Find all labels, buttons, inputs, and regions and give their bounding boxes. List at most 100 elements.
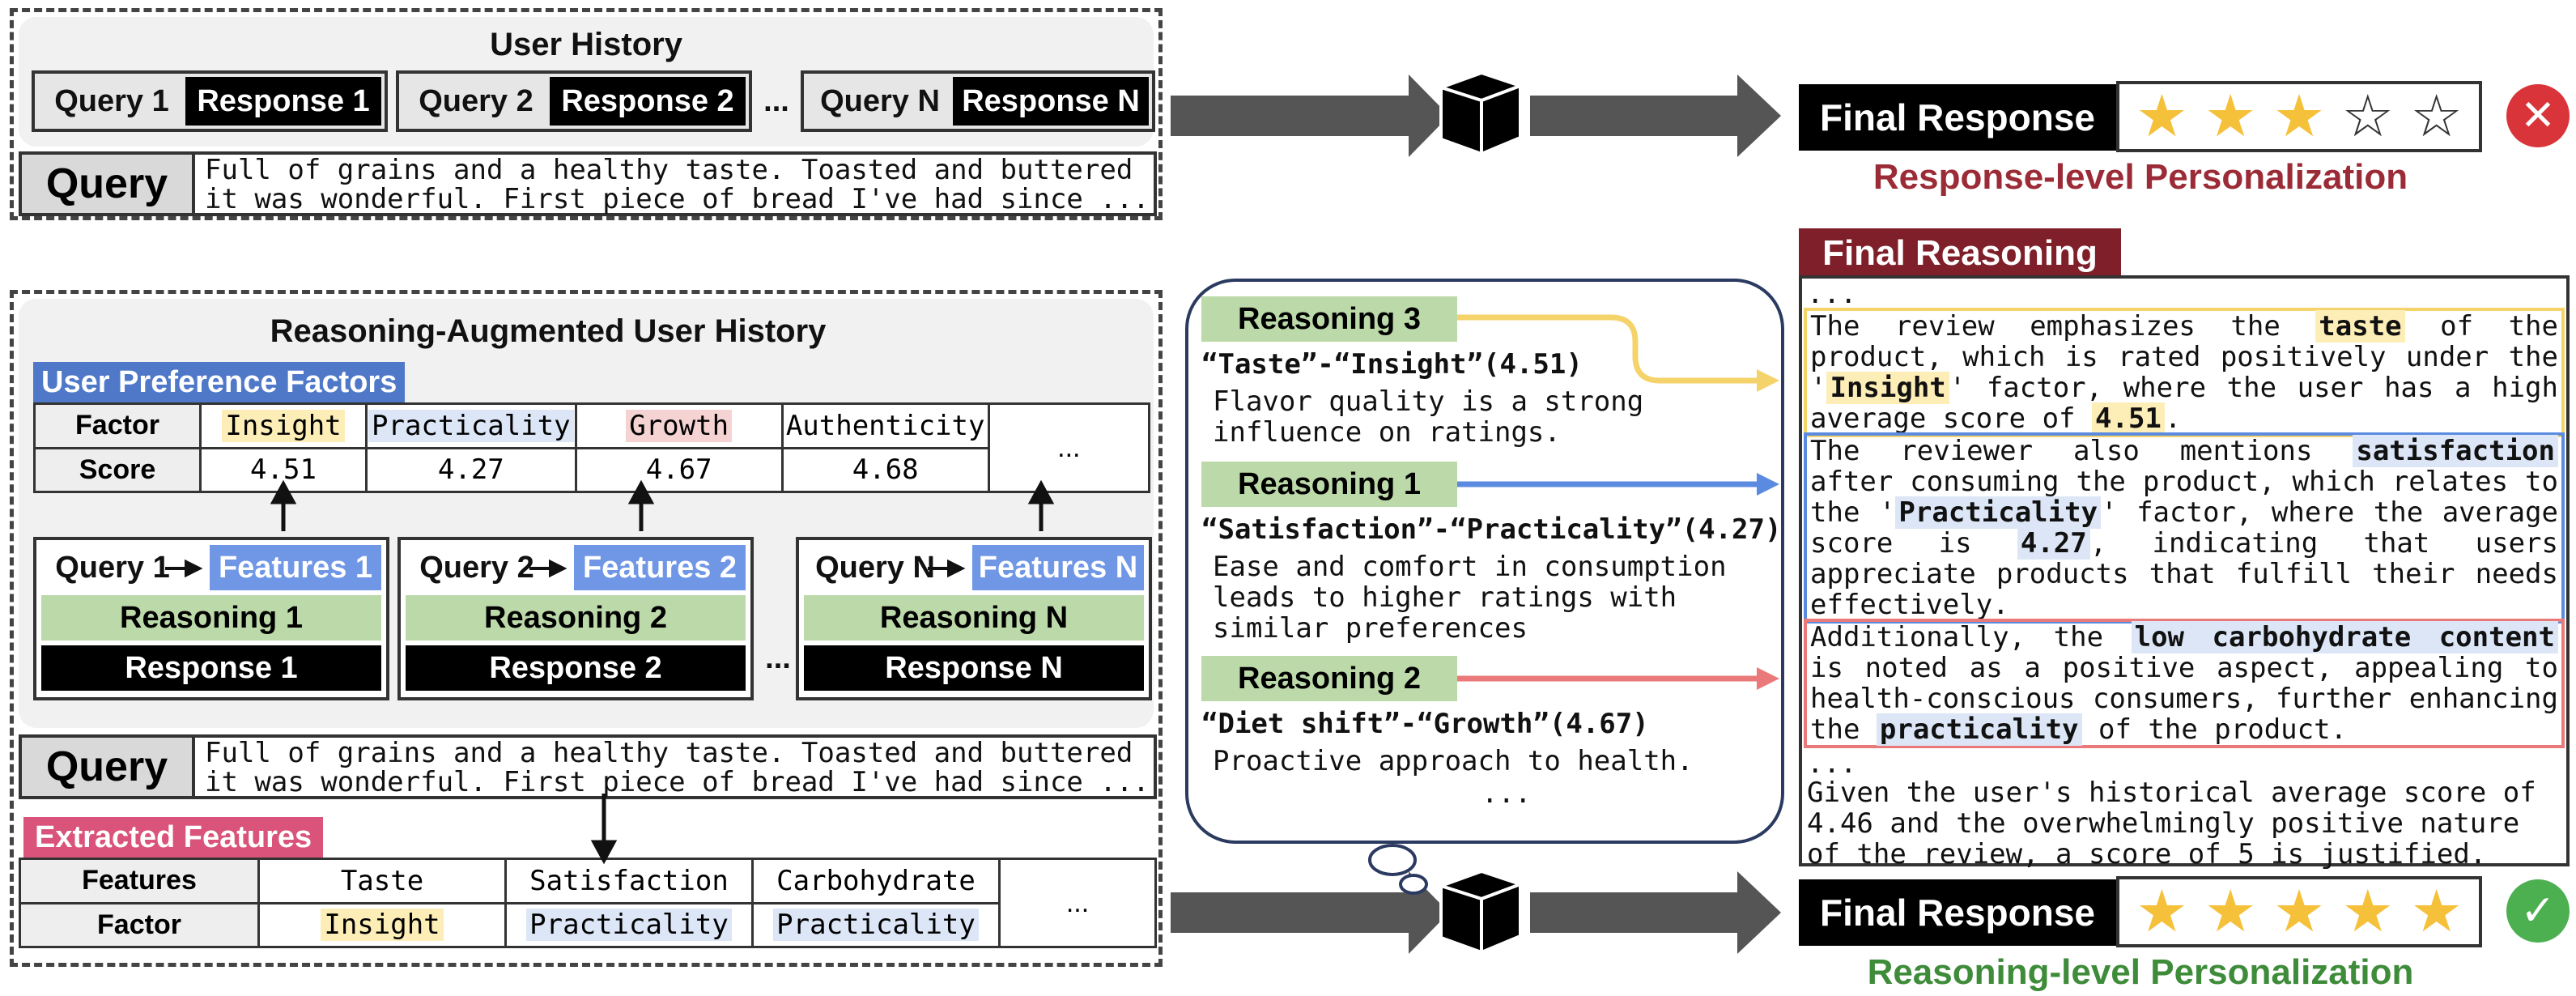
feature-factor-insight: Insight xyxy=(321,909,444,942)
card-1-query: Query 1 xyxy=(55,550,170,585)
bubble-reasoning-1-body-2: leads to higher ratings with xyxy=(1213,581,1677,614)
bubble-reasoning-3-label: Reasoning 3 xyxy=(1201,296,1457,342)
card-1-reasoning: Reasoning 1 xyxy=(41,595,381,641)
final-response-bottom-label: Final Response xyxy=(1799,879,2116,946)
card-1-features: Features 1 xyxy=(210,545,381,590)
bottom-query-box: Query Full of grains and a healthy taste… xyxy=(19,734,1157,799)
star-icon: ★ xyxy=(2136,879,2188,944)
bubble-reasoning-3-head: “Taste”-“Insight”(4.51) xyxy=(1201,348,1583,381)
top-flow-arrows xyxy=(1171,74,1781,954)
top-query-label: Query xyxy=(22,155,195,213)
features-row-label: Features xyxy=(19,858,260,904)
reasoning-conclusion-3: of the review, a score of 5 is justified… xyxy=(1807,838,2487,870)
card-n-query: Query N xyxy=(815,550,935,585)
user-preference-factors-label: User Preference Factors xyxy=(33,362,406,402)
star-icon: ★ xyxy=(2204,879,2257,944)
reasoning-conclusion-2: 4.46 and the overwhelmingly positive nat… xyxy=(1807,807,2520,840)
score-growth: 4.67 xyxy=(574,446,784,493)
response-2-label: Response 2 xyxy=(550,77,746,126)
reasoning-dots-top: ... xyxy=(1807,278,1857,310)
factor-row-label: Factor xyxy=(33,402,202,449)
bubble-reasoning-2-body-1: Proactive approach to health. xyxy=(1213,745,1694,777)
cross-icon: ✕ xyxy=(2506,84,2570,147)
reasoning-history-panel: Reasoning-Augmented User History User Pr… xyxy=(10,290,1163,967)
card-n-response: Response N xyxy=(804,645,1144,691)
bubble-reasoning-1-body-1: Ease and comfort in consumption xyxy=(1213,551,1727,583)
response-n-label: Response N xyxy=(953,77,1149,126)
feature-taste: Taste xyxy=(257,858,507,904)
bottom-query-label: Query xyxy=(22,738,195,796)
feature-factor-practicality-1: Practicality xyxy=(526,909,732,942)
bubble-reasoning-1-label: Reasoning 1 xyxy=(1201,462,1457,507)
reasoning-paragraph-3: Additionally, the low carbohydrate conte… xyxy=(1804,619,2565,748)
response-level-caption: Response-level Personalization xyxy=(1872,157,2408,197)
card-2-features: Features 2 xyxy=(574,545,746,590)
top-star-rating: ★ ★ ★ ☆ ☆ xyxy=(2116,81,2482,152)
factor-table-more: ... xyxy=(987,402,1151,493)
history-pair-2: Query 2 Response 2 xyxy=(396,70,752,132)
card-2-response: Response 2 xyxy=(406,645,746,691)
star-icon: ★ xyxy=(2272,879,2326,944)
feature-satisfaction: Satisfaction xyxy=(504,858,754,904)
star-icon: ★ xyxy=(2204,84,2257,149)
extracted-features-label: Extracted Features xyxy=(23,817,324,858)
reasoning-3-connector xyxy=(1457,314,1762,384)
star-icon: ★ xyxy=(2410,879,2463,944)
top-query-line-2: it was wonderful. First piece of bread I… xyxy=(205,184,1150,215)
factor-practicality: Practicality xyxy=(368,409,574,442)
user-history-title: User History xyxy=(490,27,682,62)
history-card-2: Query 2 Features 2 Reasoning 2 Response … xyxy=(397,537,754,700)
card-2-reasoning: Reasoning 2 xyxy=(406,595,746,641)
top-query-line-1: Full of grains and a healthy taste. Toas… xyxy=(205,155,1133,185)
bubble-reasoning-3-body-1: Flavor quality is a strong xyxy=(1213,385,1644,418)
bottom-query-line-1: Full of grains and a healthy taste. Toas… xyxy=(205,738,1133,768)
cards-ellipsis: ... xyxy=(765,641,791,675)
query-feature-arrows xyxy=(165,559,966,578)
bottom-query-line-2: it was wonderful. First piece of bread I… xyxy=(205,767,1150,798)
top-query-box: Query Full of grains and a healthy taste… xyxy=(19,151,1157,216)
bubble-reasoning-2-head: “Diet shift”-“Growth”(4.67) xyxy=(1201,708,1649,740)
history-card-n: Query N Features N Reasoning N Response … xyxy=(796,537,1152,700)
history-pair-1: Query 1 Response 1 xyxy=(32,70,388,132)
query-n-label: Query N xyxy=(820,83,940,118)
query-2-label: Query 2 xyxy=(419,83,533,118)
reasoning-paragraph-2: The reviewer also mentions satisfaction … xyxy=(1804,432,2565,624)
factor-link-arrows xyxy=(270,479,1055,865)
factor-insight: Insight xyxy=(222,409,345,442)
card-n-features: Features N xyxy=(972,545,1144,590)
bubble-reasoning-1-body-3: similar preferences xyxy=(1213,612,1528,645)
feature-factor-row-label: Factor xyxy=(19,901,260,948)
star-icon: ☆ xyxy=(2410,84,2463,149)
query-1-label: Query 1 xyxy=(54,83,169,118)
bubble-more: ... xyxy=(1481,777,1532,810)
cube-icon xyxy=(1439,870,1522,954)
reasoning-conclusion-1: Given the user's historical average scor… xyxy=(1807,777,2536,809)
star-icon: ★ xyxy=(2272,84,2326,149)
history-card-1: Query 1 Features 1 Reasoning 1 Response … xyxy=(33,537,389,700)
extracted-features-table: Features Taste Satisfaction Carbohydrate… xyxy=(19,858,1157,948)
factor-growth: Growth xyxy=(626,409,733,442)
thought-bubble xyxy=(1185,279,1784,844)
reasoning-dots-bottom: ... xyxy=(1807,747,1857,780)
cube-icon xyxy=(1439,71,1522,155)
bubble-reasoning-3-body-2: influence on ratings. xyxy=(1213,416,1561,449)
score-authenticity: 4.68 xyxy=(780,446,990,493)
factor-authenticity: Authenticity xyxy=(780,402,990,449)
reasoning-paragraph-1: The review emphasizes the taste of the p… xyxy=(1804,308,2565,437)
bottom-star-rating: ★ ★ ★ ★ ★ xyxy=(2116,876,2482,947)
user-history-panel: User History Query 1 Response 1 Query 2 … xyxy=(10,8,1163,220)
reasoning-history-title: Reasoning-Augmented User History xyxy=(270,313,827,349)
feature-carbohydrate: Carbohydrate xyxy=(751,858,1001,904)
star-icon: ★ xyxy=(2341,879,2395,944)
reasoning-level-caption: Reasoning-level Personalization xyxy=(1867,952,2414,992)
star-icon: ★ xyxy=(2136,84,2188,149)
card-2-query: Query 2 xyxy=(419,550,534,585)
history-pair-n: Query N Response N xyxy=(801,70,1155,132)
final-reasoning-label: Final Reasoning xyxy=(1799,228,2121,279)
score-practicality: 4.27 xyxy=(365,446,577,493)
history-ellipsis: ... xyxy=(763,83,789,118)
bubble-reasoning-2-label: Reasoning 2 xyxy=(1201,656,1457,701)
preference-factor-table: Factor Insight Practicality Growth Authe… xyxy=(33,402,1151,493)
card-n-reasoning: Reasoning N xyxy=(804,595,1144,641)
